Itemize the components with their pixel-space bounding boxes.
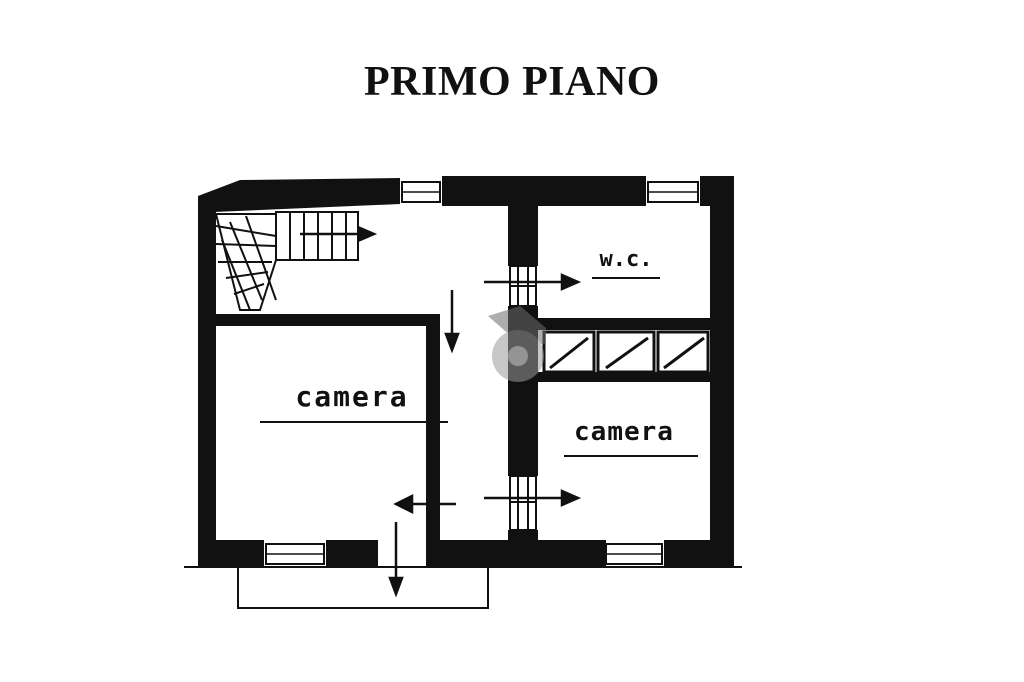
stair-arrow bbox=[300, 226, 378, 242]
room-label-wc: w.c. bbox=[600, 247, 653, 272]
interior-walls bbox=[214, 204, 710, 554]
outer-walls bbox=[198, 176, 734, 568]
staircase bbox=[214, 211, 359, 311]
page-title: PRIMO PIANO bbox=[364, 59, 660, 105]
room-label-camera-right: camera bbox=[574, 417, 674, 447]
watermark-logo-icon bbox=[488, 306, 546, 382]
balcony bbox=[184, 566, 742, 609]
room-label-camera-left: camera bbox=[295, 380, 408, 413]
arrows bbox=[388, 273, 582, 598]
